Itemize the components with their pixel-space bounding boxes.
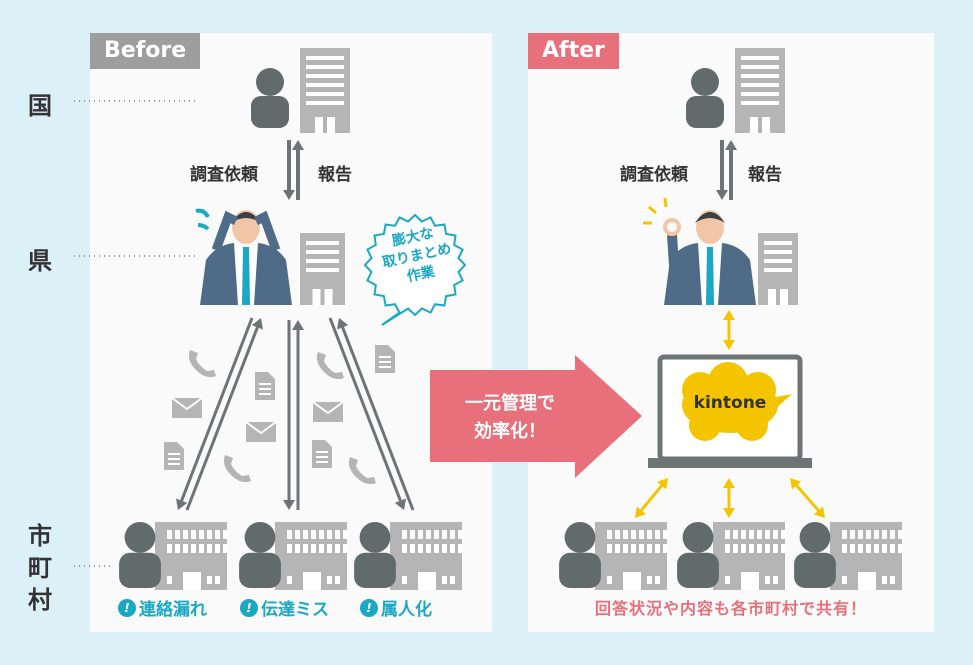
issue-label: 属人化 <box>381 600 432 620</box>
alert-icon: ! <box>240 598 258 617</box>
level-municipality-char: 村 <box>28 586 52 614</box>
arrow <box>716 140 728 200</box>
person-icon <box>677 522 719 588</box>
level-prefecture: 県 <box>28 247 52 275</box>
happy-officer-icon <box>643 197 756 305</box>
level-municipality-char: 町 <box>28 554 52 582</box>
person-icon <box>794 522 836 588</box>
after-report-label: 報告 <box>748 165 782 185</box>
building-icon <box>735 48 785 133</box>
arrow <box>283 140 295 200</box>
mail-icon <box>312 401 344 422</box>
worried-officer-icon <box>195 208 292 305</box>
building-icon <box>300 233 345 305</box>
after-tag: After <box>528 33 619 69</box>
before-report-label: 報告 <box>318 165 352 185</box>
mail-icon <box>171 397 203 418</box>
arrow <box>336 318 415 511</box>
after-request-label: 調査依頼 <box>620 165 688 185</box>
document-icon <box>375 345 395 373</box>
issue-label: 伝達ミス <box>261 600 329 620</box>
double-arrow <box>723 478 735 518</box>
phone-icon <box>348 457 376 485</box>
double-arrow <box>635 478 668 518</box>
arrow <box>185 318 264 511</box>
phone-icon <box>223 455 251 483</box>
issue-label: 連絡漏れ <box>139 600 207 620</box>
alert-icon: ! <box>360 598 378 617</box>
person-icon <box>239 522 281 588</box>
arrow <box>292 320 304 510</box>
level-municipality-char: 市 <box>28 522 52 550</box>
issue-missed-contact: !連絡漏れ <box>118 595 207 620</box>
ok-hand-icon <box>663 218 681 236</box>
arrow <box>328 317 407 510</box>
level-municipality: 市 町 村 <box>28 520 52 616</box>
level-guides <box>74 100 195 567</box>
building-icon <box>155 522 228 590</box>
person-icon <box>354 522 396 588</box>
before-request-label: 調査依頼 <box>190 165 258 185</box>
double-arrow <box>790 478 825 518</box>
arrow <box>283 320 295 510</box>
building-icon <box>595 522 668 590</box>
phone-icon <box>316 352 344 380</box>
transition-line: 一元管理で <box>465 393 555 414</box>
building-icon <box>275 522 348 590</box>
document-icon <box>164 442 184 470</box>
level-national: 国 <box>28 92 52 120</box>
transition-text: 一元管理で 効率化！ <box>440 390 580 446</box>
person-icon <box>559 522 601 588</box>
issue-person-dependency: !属人化 <box>360 595 432 620</box>
after-caption: 回答状況や内容も各市町村で共有！ <box>594 599 867 618</box>
document-icon <box>255 372 275 400</box>
person-icon <box>686 68 724 128</box>
phone-icon <box>188 350 216 378</box>
laptop-icon <box>648 354 812 468</box>
building-icon <box>300 48 350 133</box>
transition-arrow <box>430 355 642 478</box>
document-icon <box>312 440 332 468</box>
sparkle-icon <box>643 197 668 225</box>
building-icon <box>830 522 903 590</box>
building-icon <box>713 522 786 590</box>
sweat-icon <box>197 223 210 231</box>
arrow <box>725 140 737 200</box>
alert-icon: ! <box>118 598 136 617</box>
double-arrow <box>723 310 735 350</box>
person-icon <box>119 522 161 588</box>
building-icon <box>390 522 463 590</box>
issue-miscommunication: !伝達ミス <box>240 595 329 620</box>
speech-bubble <box>363 213 467 326</box>
before-tag: Before <box>90 33 201 69</box>
kintone-label: kintone <box>693 393 767 413</box>
arrow <box>292 140 304 200</box>
kintone-cloud-logo <box>682 362 792 441</box>
sweat-icon <box>195 208 210 218</box>
mail-icon <box>245 421 277 442</box>
person-icon <box>251 68 289 128</box>
building-icon <box>758 233 798 305</box>
arrow <box>175 317 254 510</box>
transition-line: 効率化！ <box>474 421 546 442</box>
